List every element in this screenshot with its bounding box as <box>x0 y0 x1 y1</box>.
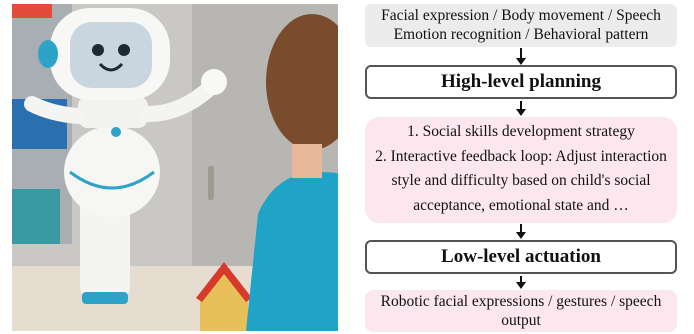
robot-child-photo <box>12 4 338 331</box>
strategy-item-1: 1. Social skills development strategy <box>407 123 635 140</box>
robot-output-box: Robotic facial expressions / gestures / … <box>365 290 677 332</box>
strategy-item-2-line-2: style and difficulty based on child's so… <box>391 172 651 189</box>
input-signals-box: Facial expression / Body movement / Spee… <box>365 4 677 47</box>
toy-house-roof <box>196 262 252 302</box>
strategy-item-2-line-3: acceptance, emotional state and … <box>413 196 629 214</box>
door-handle <box>208 166 214 200</box>
child <box>246 14 338 331</box>
strategy-item-2-line-1: 2. Interactive feedback loop: Adjust int… <box>375 147 667 165</box>
arrow-down-icon <box>516 101 526 116</box>
arrow-down-icon <box>516 276 526 289</box>
robot-child-scene <box>12 4 338 331</box>
high-level-planning-box: High-level planning <box>365 65 677 99</box>
strategy-box: 1. Social skills development strategy 2.… <box>365 117 677 223</box>
input-signals-line-2: Emotion recognition / Behavioral pattern <box>393 26 649 43</box>
robot-output-line-1: Robotic facial expressions / gestures / … <box>380 293 662 310</box>
arrow-down-icon <box>516 224 526 239</box>
robot <box>24 8 227 304</box>
input-signals-line-1: Facial expression / Body movement / Spee… <box>381 7 661 24</box>
low-level-actuation-box: Low-level actuation <box>365 240 677 274</box>
arrow-down-icon <box>516 48 526 65</box>
red-bin <box>12 4 52 18</box>
teal-bin <box>12 189 60 244</box>
robot-output-line-2: output <box>501 312 541 329</box>
